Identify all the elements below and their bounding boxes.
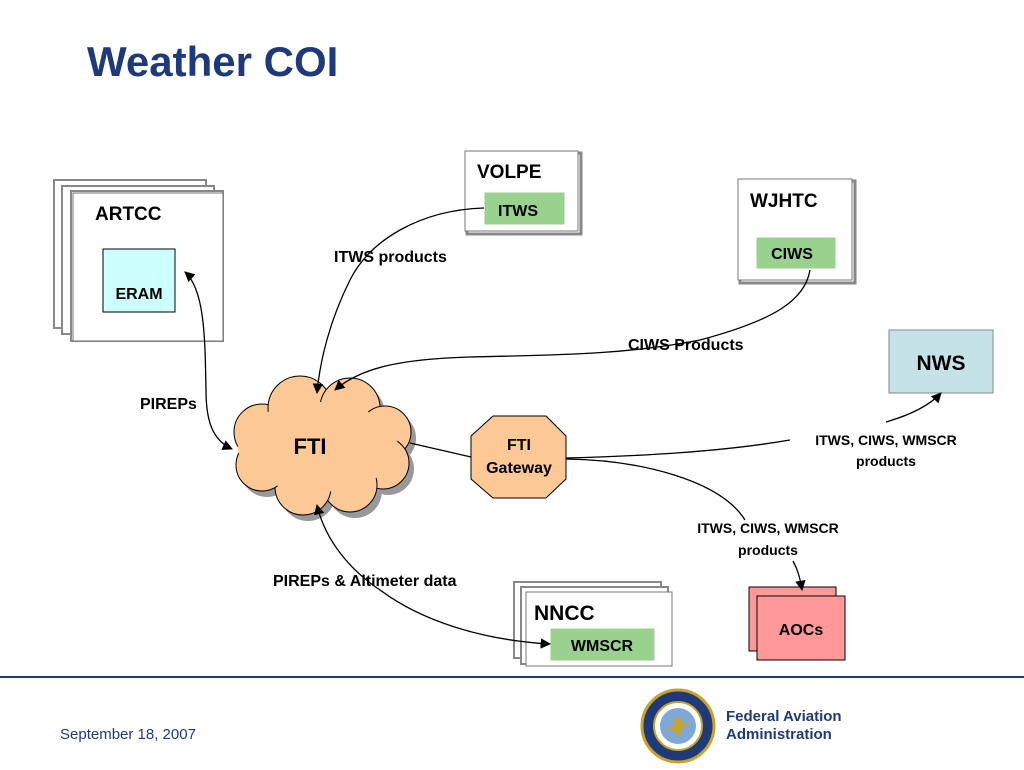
aocs-node: AOCs: [748, 586, 846, 661]
faa-org-name: Federal Aviation Administration: [726, 708, 842, 744]
ciws-products-label: CIWS Products: [628, 337, 744, 354]
volpe-node: VOLPE ITWS: [464, 150, 583, 236]
pireps-label: PIREPs: [140, 396, 197, 413]
footer: September 18, 2007 Federal Aviation Admi…: [0, 676, 1024, 770]
edge-gateway-to-nws: [565, 439, 791, 459]
nws-products-label-2: products: [856, 453, 916, 469]
volpe-itws-label: ITWS: [498, 203, 538, 220]
edge-pireps-to-eram: [184, 271, 207, 391]
fti-gateway-label-2: Gateway: [486, 460, 552, 477]
wjhtc-label: WJHTC: [750, 191, 818, 212]
itws-products-label: ITWS products: [334, 249, 447, 266]
edge-data-to-wmscr: [379, 589, 552, 649]
nncc-wmscr-label: WMSCR: [571, 638, 634, 655]
nncc-node: NNCC WMSCR: [513, 581, 673, 667]
edge-products-to-aocs: [792, 560, 806, 592]
weather-coi-diagram: ARTCC ERAM VOLPE ITWS WJHTC CIWS NWS: [53, 150, 994, 667]
faa-org-line-2: Administration: [726, 726, 832, 743]
edge-ciws-to-fti: [334, 269, 811, 391]
fti-gateway-label-1: FTI: [507, 437, 531, 454]
faa-org-line-1: Federal Aviation: [726, 708, 842, 725]
fti-label: FTI: [294, 434, 327, 459]
fti-gateway-node: FTI Gateway: [470, 415, 567, 499]
wjhtc-ciws-label: CIWS: [771, 246, 813, 263]
nncc-label: NNCC: [534, 602, 595, 625]
edge-gateway-to-aocs: [565, 458, 746, 521]
eram-label: ERAM: [115, 286, 162, 303]
volpe-label: VOLPE: [477, 162, 541, 183]
edge-fti-to-gateway: [409, 442, 472, 458]
wjhtc-ciws-box: [755, 236, 837, 270]
aoc-products-label-1: ITWS, CIWS, WMSCR: [697, 520, 839, 536]
footer-date: September 18, 2007: [60, 726, 196, 743]
wjhtc-node: WJHTC CIWS: [737, 178, 857, 285]
edge-pireps-to-fti: [205, 389, 233, 450]
aoc-products-label-2: products: [738, 542, 798, 558]
edge-itws-to-fti: [312, 207, 485, 395]
artcc-label: ARTCC: [95, 204, 162, 225]
page-title: Weather COI: [87, 38, 339, 85]
nws-node: NWS: [888, 329, 994, 394]
nws-label: NWS: [917, 352, 966, 375]
edge-data-to-fti: [314, 503, 381, 591]
edge-products-to-nws: [885, 392, 942, 423]
pireps-altimeter-label: PIREPs & Altimeter data: [273, 573, 457, 590]
aocs-label: AOCs: [779, 622, 824, 639]
faa-seal-icon: [640, 688, 716, 764]
eram-box: [102, 248, 176, 313]
artcc-node: ARTCC ERAM: [53, 179, 224, 342]
nws-products-label-1: ITWS, CIWS, WMSCR: [815, 432, 957, 448]
fti-cloud: FTI: [233, 375, 416, 521]
